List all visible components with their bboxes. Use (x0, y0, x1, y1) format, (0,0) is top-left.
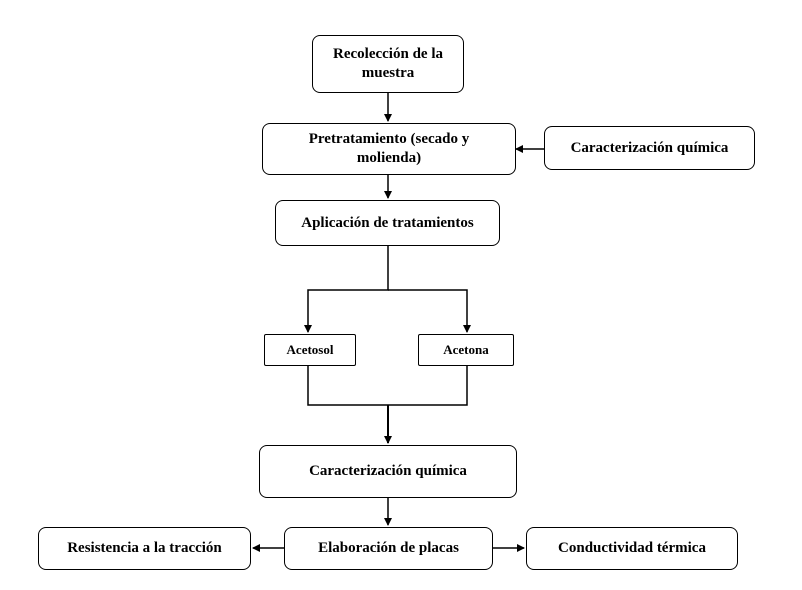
node-elaboracion-placas: Elaboración de placas (284, 527, 493, 570)
node-pretratamiento: Pretratamiento (secado y molienda) (262, 123, 516, 175)
node-recoleccion: Recolección de la muestra (312, 35, 464, 93)
connector-acetosol-merge (307, 366, 468, 406)
node-acetona: Acetona (418, 334, 514, 366)
connector-aplicacion-split (304, 246, 389, 333)
connector-aplicacion-to-acetona (388, 289, 471, 333)
node-caracterizacion-quimica-2: Caracterización química (259, 445, 517, 498)
node-acetosol: Acetosol (264, 334, 356, 366)
node-conductividad-termica: Conductividad térmica (526, 527, 738, 570)
node-aplicacion-tratamientos: Aplicación de tratamientos (275, 200, 500, 246)
node-caracterizacion-quimica-1: Caracterización química (544, 126, 755, 170)
node-resistencia-traccion: Resistencia a la tracción (38, 527, 251, 570)
